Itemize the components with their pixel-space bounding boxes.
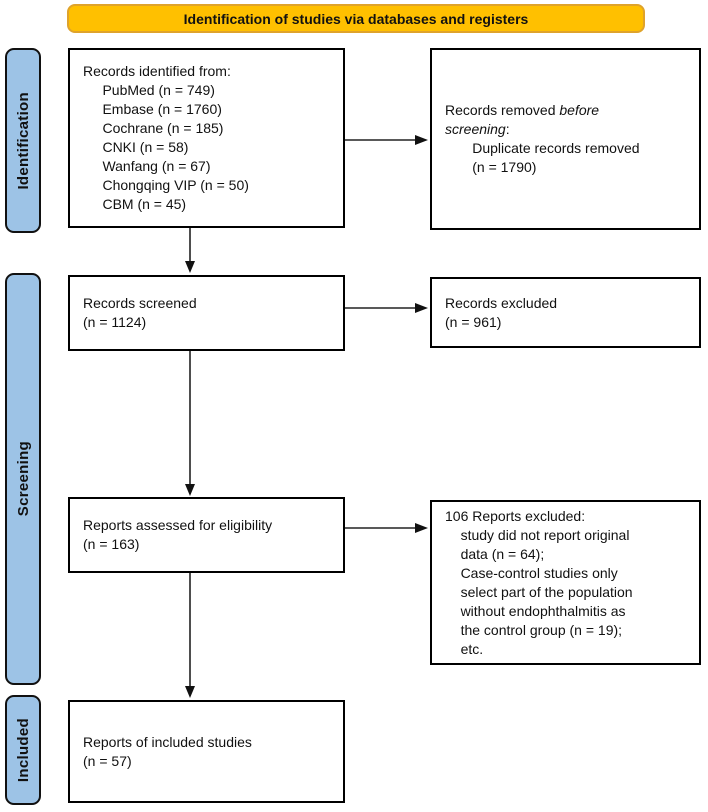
box-reports-included: Reports of included studies (n = 57) — [68, 700, 345, 803]
arrow-identified-to-screened — [185, 228, 195, 273]
box-records-excluded: Records excluded (n = 961) — [430, 277, 701, 348]
box-reports-excluded: 106 Reports excluded: study did not repo… — [430, 500, 701, 665]
box-reports-included-text: Reports of included studies (n = 57) — [83, 733, 252, 769]
records-removed-italic: before screening — [445, 102, 600, 137]
stage-screening-label: Screening — [14, 441, 32, 517]
stage-included-label: Included — [14, 717, 32, 783]
arrow-identified-to-removed — [345, 135, 428, 145]
box-records-screened-text: Records screened (n = 1124) — [83, 295, 197, 330]
box-records-removed-text: Records removed before screening: Duplic… — [445, 101, 665, 177]
stage-identification-label: Identification — [14, 91, 32, 190]
records-removed-detail: Duplicate records removed (n = 1790) — [472, 140, 640, 175]
records-removed-prefix: Records removed — [445, 102, 560, 118]
box-records-identified: Records identified from: PubMed (n = 749… — [68, 48, 345, 228]
box-reports-assessed-text: Reports assessed for eligibility (n = 16… — [83, 517, 273, 552]
arrow-assessed-to-included — [185, 573, 195, 698]
box-records-screened: Records screened (n = 1124) — [68, 275, 345, 351]
stage-screening: Screening — [5, 273, 41, 685]
box-records-removed: Records removed before screening: Duplic… — [430, 48, 701, 230]
records-removed-suffix: : — [505, 121, 510, 137]
box-reports-excluded-text: 106 Reports excluded: study did not repo… — [445, 507, 633, 657]
stage-included: Included — [5, 695, 41, 805]
box-records-excluded-text: Records excluded (n = 961) — [445, 294, 558, 330]
arrow-assessed-to-reports-excluded — [345, 523, 428, 533]
box-records-identified-text: Records identified from: PubMed (n = 749… — [83, 63, 249, 212]
stage-identification: Identification — [5, 48, 41, 233]
box-reports-assessed: Reports assessed for eligibility (n = 16… — [68, 497, 345, 573]
arrow-screened-to-excluded — [345, 303, 428, 313]
header-banner: Identification of studies via databases … — [67, 4, 645, 33]
header-title: Identification of studies via databases … — [183, 10, 529, 27]
arrow-screened-to-assessed — [185, 351, 195, 496]
